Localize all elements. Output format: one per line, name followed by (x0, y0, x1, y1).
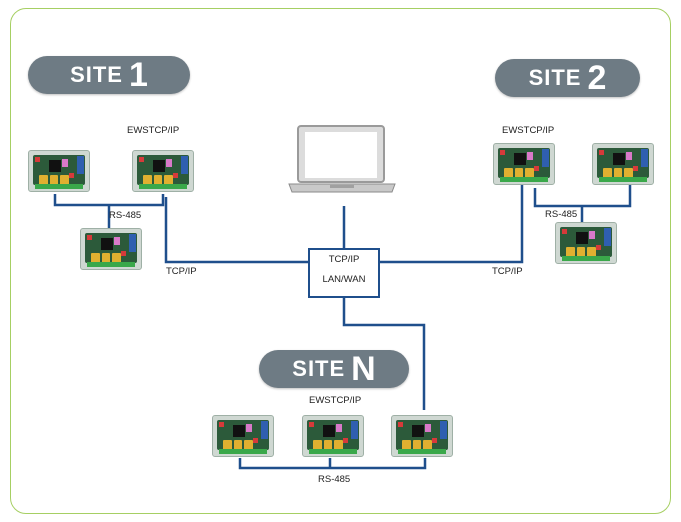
site-2-word: SITE (528, 65, 582, 90)
site-n-number: N (351, 350, 376, 388)
controller-board-icon (555, 222, 617, 264)
site2-rs485-label: RS-485 (545, 209, 578, 220)
hub-line-2: LAN/WAN (322, 274, 366, 285)
site1-tcp-link (164, 197, 308, 264)
laptop-icon (288, 125, 396, 193)
controller-board-icon (80, 228, 142, 270)
site-2-number: 2 (587, 59, 607, 97)
controller-board-icon (212, 415, 274, 457)
controller-board-icon (391, 415, 453, 457)
site2-ewstcp-label: EWSTCP/IP (502, 125, 555, 136)
diagram-frame (10, 8, 671, 514)
site-1-word: SITE (70, 62, 123, 87)
site-n-word: SITE (292, 356, 346, 381)
lan-wan-hub: TCP/IP LAN/WAN (308, 248, 380, 298)
controller-board-icon (493, 143, 555, 185)
controller-board-icon (132, 150, 194, 192)
left-tcpip-label: TCP/IP (166, 266, 197, 277)
controller-board-icon (302, 415, 364, 457)
hub-line-1: TCP/IP (328, 254, 360, 265)
controller-board-icon (28, 150, 90, 192)
site-1-badge: SITE 1 (28, 56, 190, 94)
siten-tcp-link (342, 298, 426, 410)
site1-rs485-bus (53, 194, 165, 207)
site-1-number: 1 (128, 56, 148, 94)
site-n-badge: SITE N (259, 350, 409, 388)
site-2-badge: SITE 2 (495, 59, 640, 97)
site2-rs485-bus (533, 185, 632, 208)
right-tcpip-label: TCP/IP (492, 266, 523, 277)
siten-ewstcp-label: EWSTCP/IP (309, 395, 362, 406)
controller-board-icon (592, 143, 654, 185)
site2-tcp-link (380, 185, 524, 264)
site1-ewstcp-label: EWSTCP/IP (127, 125, 180, 136)
siten-rs485-bus (238, 458, 427, 470)
siten-rs485-label: RS-485 (318, 474, 351, 485)
site1-rs485-label: RS-485 (109, 210, 142, 221)
